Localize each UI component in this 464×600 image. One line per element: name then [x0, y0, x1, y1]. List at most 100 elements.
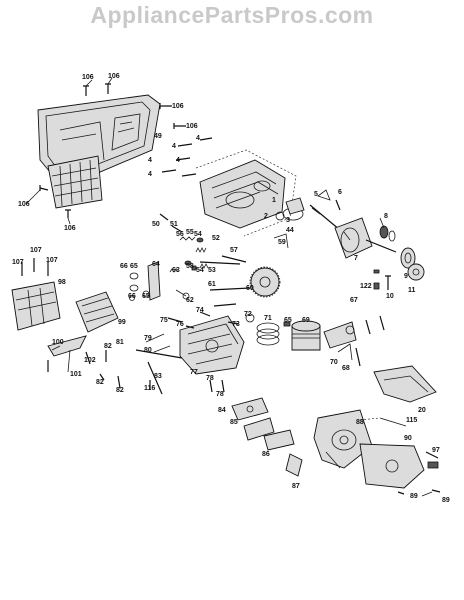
engine-block[interactable] — [199, 159, 286, 229]
connecting-rod-67[interactable] — [323, 321, 357, 349]
bolt-82[interactable] — [99, 350, 121, 389]
plug-122[interactable] — [373, 282, 380, 290]
callout: 70 — [330, 359, 338, 366]
tappet-54b[interactable] — [191, 265, 197, 271]
valve-cover-44[interactable] — [285, 197, 305, 215]
pin-65c[interactable] — [283, 321, 291, 327]
callout: 100 — [52, 339, 64, 346]
callout: 11 — [408, 287, 416, 294]
callout: 86 — [262, 451, 270, 458]
callout: 63 — [172, 267, 180, 274]
bracket-115[interactable] — [379, 417, 407, 427]
callout: 101 — [70, 371, 82, 378]
piston-69[interactable] — [291, 320, 321, 351]
bolt-74[interactable] — [199, 311, 211, 317]
bolt-97[interactable] — [425, 451, 439, 469]
bolt-73[interactable] — [227, 321, 239, 325]
bearing-9[interactable] — [400, 247, 416, 269]
screw-106-f[interactable] — [65, 209, 71, 218]
callout: 89 — [410, 493, 418, 500]
breather-5[interactable] — [317, 189, 331, 201]
washer-65b[interactable] — [142, 290, 150, 298]
screw-89b[interactable] — [431, 489, 441, 493]
callout: 107 — [30, 247, 42, 254]
plate-90[interactable] — [359, 443, 425, 489]
spring-63[interactable] — [169, 268, 179, 273]
rod-bolt-67b[interactable] — [365, 315, 385, 335]
screw-106-b[interactable] — [105, 83, 111, 94]
cylinder-head-77[interactable] — [179, 315, 245, 375]
spring-53[interactable] — [199, 263, 209, 269]
screws-4[interactable] — [161, 137, 213, 177]
callout: 83 — [154, 373, 162, 380]
crank-gear-8[interactable] — [379, 225, 396, 242]
callout: 60 — [246, 285, 254, 292]
lever-81[interactable] — [135, 349, 183, 359]
cam-gear-60[interactable] — [249, 266, 281, 298]
bracket-80[interactable] — [153, 345, 171, 353]
callout: 8 — [384, 213, 388, 220]
push-rod-52[interactable] — [199, 261, 241, 265]
gasket-79[interactable] — [145, 333, 165, 343]
bolt-102[interactable] — [47, 351, 91, 372]
spacer-85[interactable] — [243, 417, 275, 441]
screw-106-a[interactable] — [83, 85, 89, 96]
bolt-75[interactable] — [167, 317, 183, 323]
valve-spring-56[interactable] — [179, 236, 196, 241]
dipstick-6[interactable] — [335, 199, 341, 211]
plate-64[interactable] — [147, 261, 161, 301]
valve-51[interactable] — [171, 225, 183, 233]
retainer-58[interactable] — [184, 260, 192, 266]
retainer-55[interactable] — [196, 237, 204, 243]
spring-54[interactable] — [195, 247, 207, 253]
gear-72[interactable] — [245, 313, 255, 323]
callout: 71 — [264, 315, 272, 322]
screws-107[interactable] — [21, 258, 49, 276]
link-83[interactable] — [147, 361, 163, 395]
bracket-101[interactable] — [67, 349, 71, 373]
bolt-76[interactable] — [185, 325, 195, 329]
callout: 115 — [406, 417, 417, 424]
bracket-20[interactable] — [373, 365, 437, 403]
callout: 72 — [244, 311, 252, 318]
rod-cap-70[interactable] — [337, 343, 353, 361]
piston-rings-71[interactable] — [256, 322, 280, 346]
spring-116b[interactable] — [359, 417, 381, 421]
muffler-guard-98[interactable] — [11, 281, 61, 331]
callout: 62 — [186, 297, 194, 304]
callout: 52 — [212, 235, 220, 242]
watermark: AppliancePartsPros.com — [90, 2, 374, 28]
callout: 50 — [152, 221, 160, 228]
callout: 61 — [208, 281, 216, 288]
screw-89a[interactable] — [397, 491, 405, 495]
camshaft-61[interactable] — [209, 287, 251, 307]
carburetor-88[interactable] — [313, 409, 373, 469]
bolt-10[interactable] — [385, 275, 391, 290]
oil-seal-2[interactable] — [275, 211, 285, 221]
recoil-starter[interactable] — [47, 155, 103, 209]
air-filter-87[interactable] — [285, 453, 303, 477]
arm-62[interactable] — [175, 289, 190, 300]
rod-bolt-68[interactable] — [355, 347, 361, 367]
gasket-86[interactable] — [263, 429, 295, 451]
washer-66b[interactable] — [129, 295, 135, 301]
screw-106-e[interactable] — [39, 185, 49, 191]
callout: 81 — [116, 339, 124, 346]
flywheel-key-7[interactable] — [373, 269, 380, 274]
bracket-100[interactable] — [47, 335, 87, 357]
leader-lines — [25, 77, 433, 497]
sump-seal-11[interactable] — [407, 263, 425, 281]
gear-66[interactable] — [129, 284, 139, 292]
blower-housing[interactable] — [37, 94, 161, 179]
crankshaft[interactable] — [309, 204, 397, 259]
callout: 107 — [46, 257, 58, 264]
valve-50[interactable] — [159, 213, 169, 221]
gasket-59[interactable] — [273, 233, 289, 249]
muffler-99[interactable] — [75, 291, 119, 333]
gasket-84[interactable] — [231, 397, 269, 421]
screws-78[interactable] — [209, 379, 225, 393]
valve-57[interactable] — [221, 255, 247, 263]
callout: 66 — [120, 263, 128, 270]
governor-65[interactable] — [129, 272, 139, 280]
callout: 98 — [58, 279, 66, 286]
